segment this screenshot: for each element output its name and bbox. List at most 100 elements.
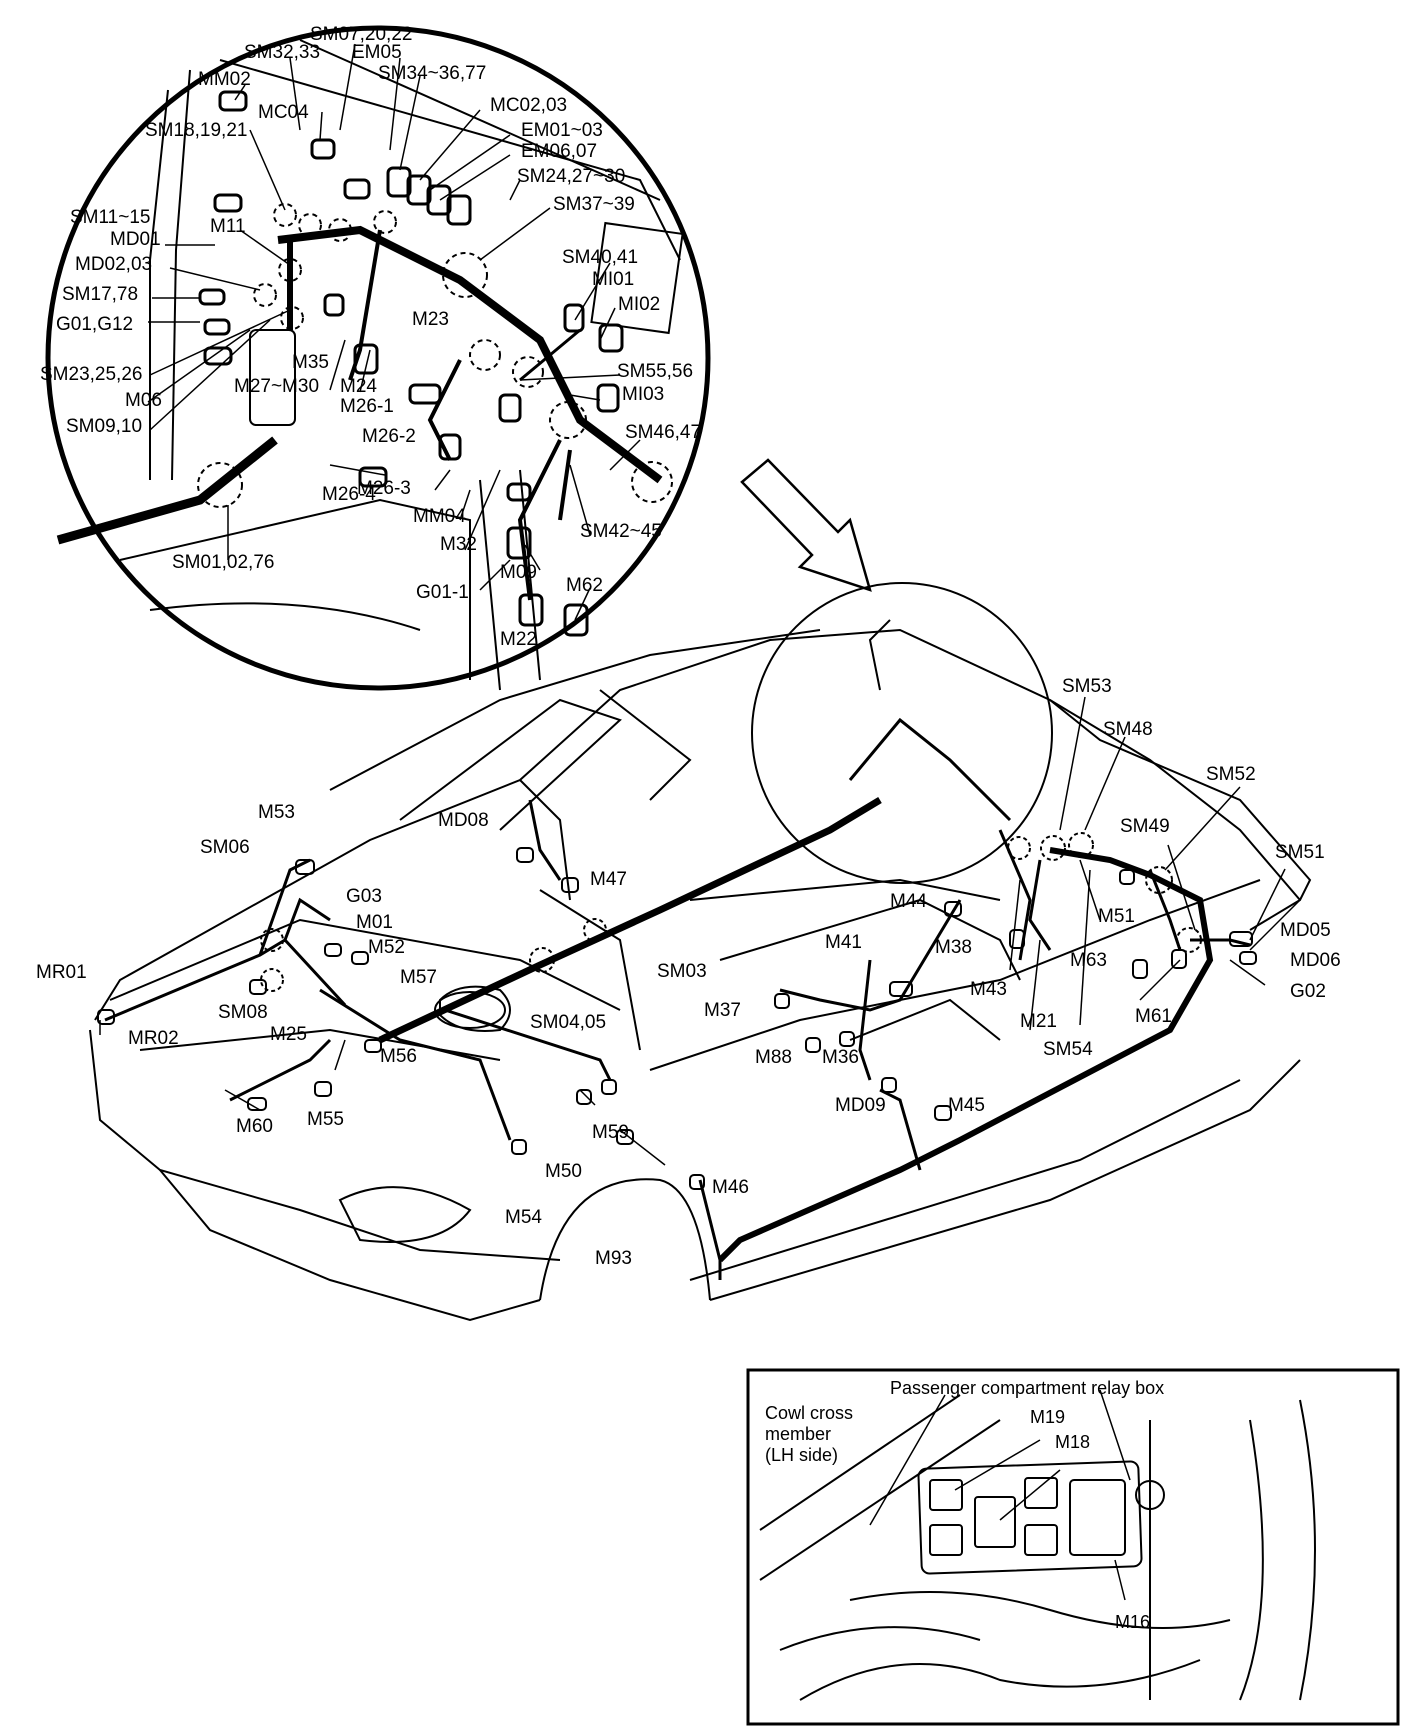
- inset-leader-line: [954, 1439, 1041, 1491]
- vehicle-label-37: M60: [236, 1116, 273, 1137]
- detail-label-0: SM07,20,22: [310, 24, 412, 45]
- wheel-arch: [539, 1178, 711, 1301]
- vehicle-label-17: M63: [1070, 950, 1107, 971]
- detail-label-38: SM01,02,76: [172, 552, 274, 573]
- vehicle-label-10: M44: [890, 891, 927, 912]
- detail-label-12: SM11~15: [70, 207, 150, 228]
- vehicle-label-18: MD06: [1290, 950, 1341, 971]
- detail-label-17: G01,G12: [56, 314, 133, 335]
- detail-label-34: M26-4: [322, 484, 376, 505]
- rocker: [709, 1059, 1301, 1301]
- harness-inset-lines: [848, 717, 1012, 822]
- inset-label-6: M16: [1115, 1612, 1150, 1632]
- detail-label-21: M23: [412, 309, 449, 330]
- vehicle-label-42: M54: [505, 1207, 542, 1228]
- harness-branch: [879, 1088, 922, 1171]
- relay-m18: [974, 1496, 1016, 1548]
- detail-label-13: M11: [210, 216, 246, 237]
- vehicle-label-40: M50: [545, 1161, 582, 1182]
- harness-branch: [528, 799, 562, 881]
- detail-label-14: MD01: [110, 229, 161, 250]
- detail-pillar-line: [149, 89, 169, 480]
- detail-splice-markers: [197, 203, 673, 508]
- detail-label-5: MC04: [258, 102, 309, 123]
- harness-main-run: [104, 938, 347, 1022]
- relay-slot: [929, 1524, 963, 1556]
- harness-inset-lines: [998, 829, 1032, 961]
- detail-label-32: M26-2: [362, 426, 416, 447]
- harness-branch: [1028, 859, 1052, 951]
- detail-label-37: SM42~45: [580, 521, 662, 542]
- detail-dash-line: [219, 59, 681, 261]
- detail-label-42: M22: [500, 629, 537, 650]
- vehicle-label-14: M52: [368, 937, 405, 958]
- detail-label-41: M62: [566, 575, 603, 596]
- harness-branch: [258, 858, 311, 956]
- detail-dash-line: [299, 39, 661, 201]
- harness-inset-lines: [868, 619, 891, 691]
- vehicle-label-43: M93: [595, 1248, 632, 1269]
- vehicle-label-1: SM48: [1103, 719, 1153, 740]
- harness-branch: [698, 1179, 722, 1280]
- detail-label-16: SM17,78: [62, 284, 138, 305]
- detail-label-23: M35: [292, 352, 329, 373]
- vehicle-label-38: M55: [307, 1109, 344, 1130]
- harness-branch: [319, 988, 512, 1141]
- front-bumper: [159, 1169, 541, 1322]
- detail-branch: [517, 439, 562, 601]
- inset-cowl-member: [759, 1394, 961, 1531]
- detail-circle-border: [45, 25, 711, 691]
- detail-label-39: G01-1: [416, 582, 469, 603]
- relay-slot: [1024, 1477, 1058, 1509]
- detail-connectors: [198, 90, 624, 637]
- inset-leader-line: [869, 1394, 946, 1526]
- vehicle-label-39: M59: [592, 1122, 629, 1143]
- detail-label-7: MC02,03: [490, 95, 567, 116]
- vehicle-label-33: M88: [755, 1047, 792, 1068]
- vehicle-label-2: SM52: [1206, 764, 1256, 785]
- vehicle-label-29: M61: [1135, 1006, 1172, 1027]
- vehicle-label-22: G02: [1290, 981, 1326, 1002]
- vehicle-label-31: M56: [380, 1046, 417, 1067]
- inset-label-3: (LH side): [765, 1445, 838, 1465]
- inset-label-1: Cowl cross: [765, 1403, 853, 1423]
- detail-branch: [427, 359, 462, 461]
- detail-pillar-line: [171, 69, 191, 481]
- vehicle-leader-lines: [99, 696, 1301, 1166]
- detail-label-33: M26-3: [357, 478, 411, 499]
- relay-m19: [929, 1479, 963, 1511]
- rear-body: [1049, 699, 1312, 931]
- harness-branch: [779, 899, 962, 1012]
- inset-leader-line: [1099, 1389, 1131, 1481]
- vehicle-label-19: MR01: [36, 962, 87, 983]
- detail-label-29: SM55,56: [617, 361, 693, 382]
- vehicle-body-outline: [89, 582, 1312, 1322]
- vehicle-connectors: [97, 847, 1257, 1190]
- detail-label-1: SM32,33: [244, 42, 320, 63]
- inset-harness-cover: [799, 1659, 1201, 1701]
- detail-label-8: EM01~03: [521, 120, 603, 141]
- inset-label-5: M18: [1055, 1432, 1090, 1452]
- detail-label-31: SM46,47: [625, 422, 701, 443]
- vehicle-label-32: SM54: [1043, 1039, 1093, 1060]
- detail-bracket: [249, 329, 296, 426]
- vehicle-label-34: M36: [822, 1047, 859, 1068]
- inset-cowl-member: [759, 1419, 1001, 1581]
- relay-bolt: [1135, 1480, 1165, 1510]
- vehicle-label-4: MD08: [438, 810, 489, 831]
- vehicle-label-26: M37: [704, 1000, 741, 1021]
- vehicle-label-11: M01: [356, 912, 393, 933]
- vehicle-label-20: M57: [400, 967, 437, 988]
- detail-label-24: M06: [125, 390, 162, 411]
- windshield-frame: [399, 698, 622, 831]
- floor-line: [649, 879, 1261, 1071]
- detail-branch: [558, 449, 572, 521]
- vehicle-label-41: M46: [712, 1177, 749, 1198]
- harness-branch: [858, 959, 872, 1081]
- vehicle-label-5: SM49: [1120, 816, 1170, 837]
- inset-harness-cover: [779, 1626, 981, 1651]
- detail-branch: [519, 328, 581, 382]
